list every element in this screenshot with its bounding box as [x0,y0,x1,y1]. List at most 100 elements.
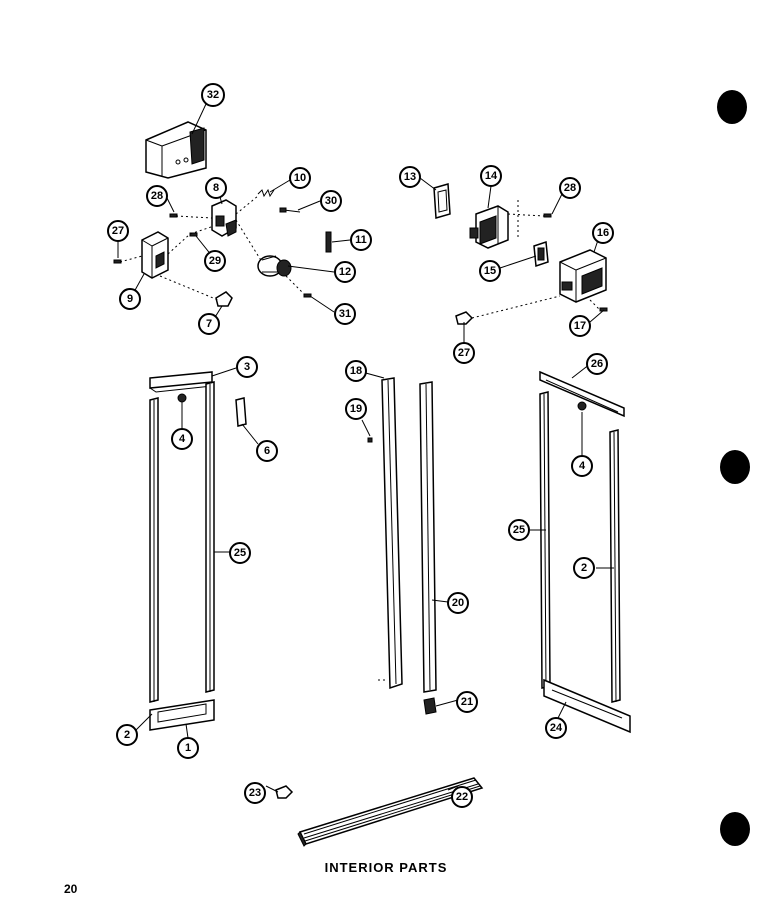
part-left-frame [149,371,215,731]
svg-text:10: 10 [294,172,306,184]
svg-text:22: 22 [456,791,468,803]
svg-text:14: 14 [485,170,498,182]
callout-12: 12 [334,261,356,283]
callout-4-left: 4 [171,428,193,450]
callout-11: 11 [350,229,372,251]
callout-24: 24 [545,717,567,739]
callout-19: 19 [345,398,367,420]
callout-21: 21 [456,691,478,713]
callout-27-right: 17 [569,315,591,337]
callout-32: 32 [201,83,225,107]
leader-lines [117,103,614,793]
part-mullion [367,377,437,715]
part-strip-6 [235,397,247,427]
callout-18: 18 [345,360,367,382]
svg-text:11: 11 [355,234,367,246]
callout-14: 14 [480,165,502,187]
callout-9: 9 [119,288,141,310]
callout-27-left: 27 [107,220,129,242]
part-bracket [211,199,237,237]
svg-text:23: 23 [249,787,261,799]
part-spring [257,188,275,198]
svg-text:18: 18 [350,365,362,377]
part-clip-17 [455,311,474,325]
callout-25-right: 25 [508,519,530,541]
svg-text:7: 7 [206,318,212,330]
svg-text:25: 25 [513,524,525,536]
part-right-frame [539,370,631,734]
svg-text:12: 12 [339,266,351,278]
part-screw-28 [169,213,178,218]
callout-2-left: 2 [116,724,138,746]
callout-28-left: 28 [146,185,168,207]
callout-29: 29 [204,250,226,272]
callout-6: 6 [256,440,278,462]
svg-text:8: 8 [213,182,219,194]
callout-31: 31 [334,303,356,325]
svg-text:2: 2 [581,562,587,574]
svg-text:16: 16 [597,227,609,239]
svg-text:25: 25 [234,547,246,559]
svg-text:17: 17 [574,320,586,332]
callout-8: 8 [205,177,227,199]
diagram-caption: INTERIOR PARTS [324,860,448,875]
callout-16: 16 [592,222,614,244]
part-screw-31 [303,293,312,298]
binder-hole-middle [720,450,750,484]
svg-text:21: 21 [461,696,473,708]
part-damper-control [469,205,509,249]
svg-text:28: 28 [151,190,163,202]
svg-text:19: 19 [350,403,362,415]
part-screw-28-right [543,213,552,218]
svg-text:24: 24 [550,722,563,734]
part-light-socket [257,255,292,277]
callout-2-right: 2 [573,557,595,579]
svg-text:4: 4 [579,460,586,472]
svg-text:31: 31 [339,308,351,320]
svg-text:20: 20 [452,597,464,609]
part-screw-29 [189,232,198,237]
svg-text:3: 3 [244,361,250,373]
callout-4-right: 4 [571,455,593,477]
part-control-housing-cover [145,121,207,179]
part-gasket [433,183,451,219]
callout-15: 15 [479,260,501,282]
svg-text:29: 29 [209,255,221,267]
callout-10: 10 [289,167,311,189]
callout-17: 27 [453,342,475,364]
part-drawings [113,121,631,847]
part-bracket-15 [533,240,549,268]
svg-text:27: 27 [112,225,124,237]
callout-30: 30 [320,190,342,212]
svg-text:13: 13 [404,171,416,183]
binder-hole-top [717,90,747,124]
callout-26: 26 [586,353,608,375]
svg-text:2: 2 [124,729,130,741]
svg-text:28: 28 [564,182,576,194]
svg-text:6: 6 [264,445,270,457]
callout-3: 3 [236,356,258,378]
callout-7: 7 [198,313,220,335]
callout-1: 1 [177,737,199,759]
page-number: 20 [64,882,78,896]
binder-hole-bottom [720,812,750,846]
callout-20: 20 [447,592,469,614]
callout-25-left: 25 [229,542,251,564]
svg-text:27: 27 [458,347,470,359]
svg-text:9: 9 [127,293,133,305]
part-grille [297,777,484,847]
svg-text:32: 32 [207,89,219,101]
callout-22: 22 [451,786,473,808]
svg-text:1: 1 [185,742,191,754]
callout-13: 13 [399,166,421,188]
svg-text:30: 30 [325,195,337,207]
svg-text:15: 15 [484,265,496,277]
callout-28-right: 28 [559,177,581,199]
part-screw-30 [279,207,301,213]
part-clip-23 [275,785,294,799]
part-pin [325,231,332,253]
svg-text:26: 26 [591,358,603,370]
part-control-box [141,231,169,279]
part-thermostat-housing [559,249,607,303]
